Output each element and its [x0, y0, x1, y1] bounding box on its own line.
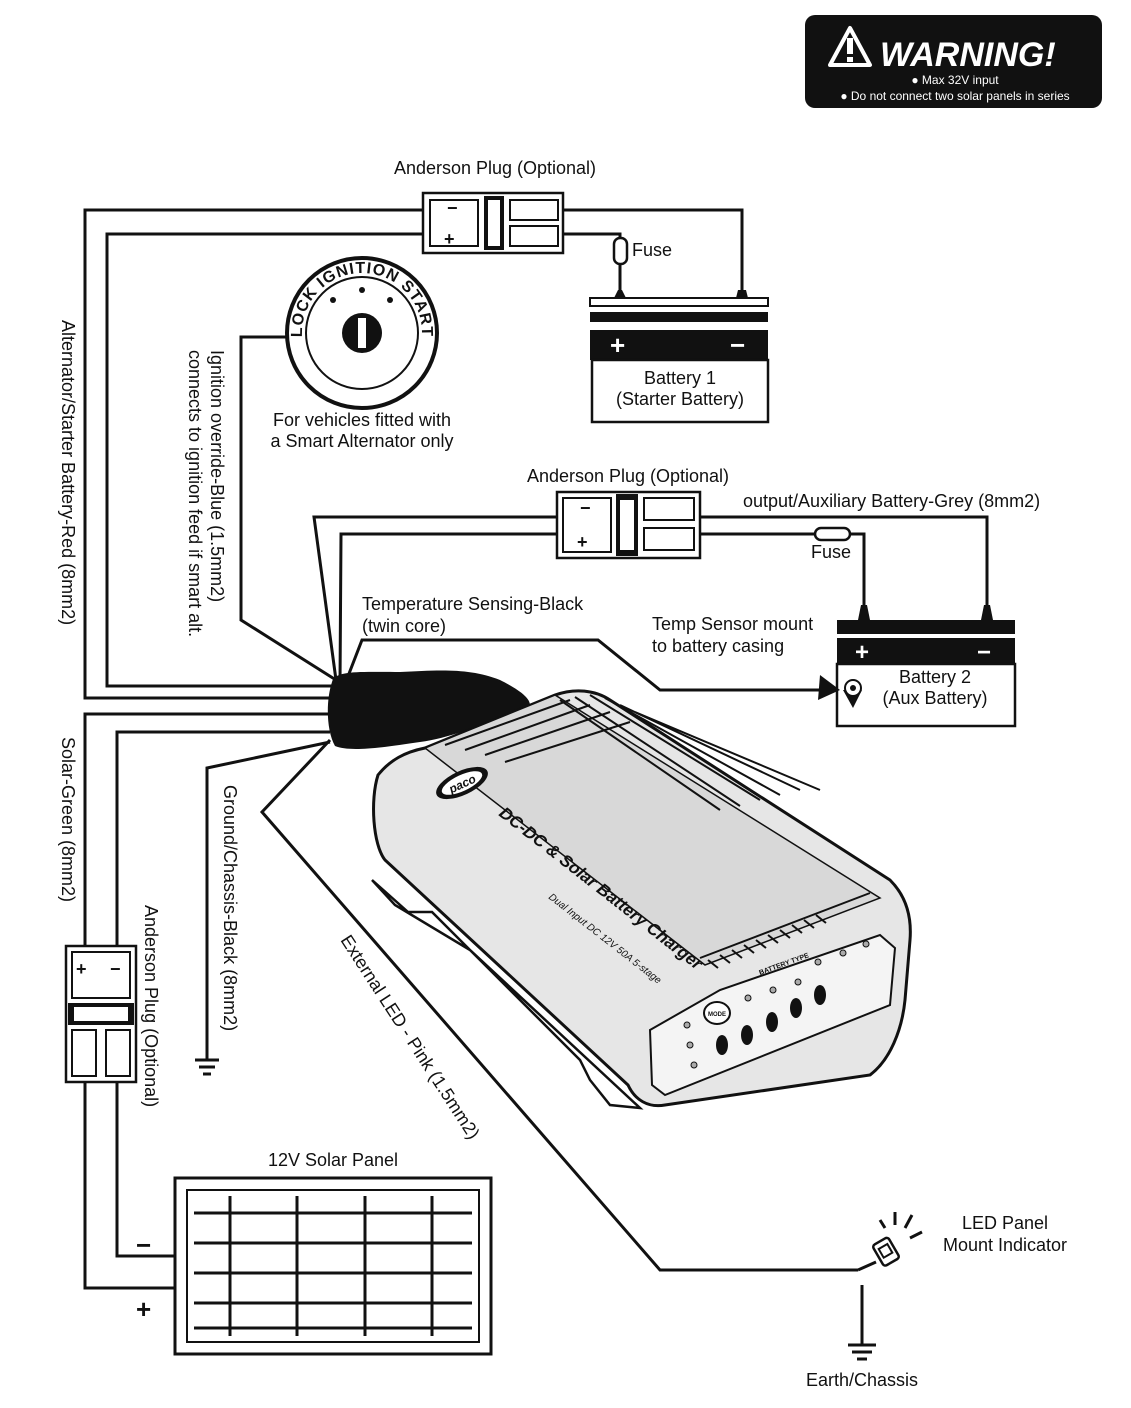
svg-text:−: −	[447, 198, 458, 218]
wire-alternator-outer	[83, 208, 423, 700]
ground-wire-label: Ground/Chassis-Black (8mm2)	[220, 785, 240, 1031]
earth-symbol-icon	[848, 1343, 876, 1361]
ignition-switch: LOCK IGNITION START For vehicles fitted …	[270, 256, 454, 451]
solar-minus-sign: −	[136, 1230, 151, 1260]
warning-triangle-icon	[828, 26, 872, 67]
ignition-note-line-1: For vehicles fitted with	[273, 410, 451, 430]
wire-solar-plus-down	[83, 1082, 175, 1290]
solar-wire-label: Solar-Green (8mm2)	[58, 737, 78, 902]
battery-2-plus: +	[855, 639, 869, 666]
charger-buttons: MODE	[703, 985, 826, 1055]
warning-title: WARNING!	[880, 36, 1056, 74]
warning-line-1: ● Max 32V input	[911, 73, 999, 87]
anderson-plug-left: + −	[64, 944, 138, 1084]
alternator-wire-label: Alternator/Starter Battery-Red (8mm2)	[58, 320, 78, 625]
anderson-plug-top: − + Anderson Plug (Optional)	[394, 158, 596, 255]
wires	[83, 208, 989, 1345]
svg-text:−: −	[110, 959, 121, 979]
wire-b1-positive	[563, 232, 622, 245]
wire-external-led	[259, 738, 858, 1272]
earth-label: Earth/Chassis	[806, 1370, 918, 1390]
wire-solar-plus	[83, 712, 330, 946]
fuse-2: Fuse	[811, 526, 852, 562]
wire-b2-negative	[700, 515, 989, 605]
temp-mount-label-line-2: to battery casing	[652, 636, 784, 656]
ignition-wire-label-line-2: connects to ignition feed if smart alt.	[185, 350, 205, 637]
fuse-1: Fuse	[612, 236, 672, 266]
battery-2-desc: (Aux Battery)	[882, 688, 987, 708]
external-led-wire-label: External LED - Pink (1.5mm2)	[337, 931, 484, 1142]
charger-unit: paco DC-DC & Solar Battery Charger Dual …	[327, 670, 912, 1110]
temp-wire-label-line-2: (twin core)	[362, 616, 446, 636]
wire-ground	[205, 740, 331, 1060]
svg-text:+: +	[577, 532, 588, 552]
vent-slots	[707, 914, 827, 969]
anderson-plug-mid: − + Anderson Plug (Optional)	[527, 466, 729, 560]
temp-sensor-arrow-icon	[818, 675, 840, 700]
output-wire-label: output/Auxiliary Battery-Grey (8mm2)	[743, 491, 1040, 511]
fuse-2-label: Fuse	[811, 542, 851, 562]
svg-text:+: +	[444, 229, 455, 249]
solar-plus-sign: +	[136, 1294, 151, 1324]
anderson-plug-mid-label: Anderson Plug (Optional)	[527, 466, 729, 486]
solar-panel-label: 12V Solar Panel	[268, 1150, 398, 1170]
led-bulb-icon	[872, 1236, 900, 1267]
fuse-1-label: Fuse	[632, 240, 672, 260]
battery-1-minus: −	[730, 330, 745, 360]
temp-wire-label-line-1: Temperature Sensing-Black	[362, 594, 584, 614]
wire-solar-minus	[115, 730, 330, 946]
warning-box: WARNING! ● Max 32V input ● Do not connec…	[805, 15, 1102, 108]
wire-output-inner	[338, 532, 557, 685]
battery-2-name: Battery 2	[899, 667, 971, 687]
mode-button-label: MODE	[708, 1012, 726, 1018]
battery-1-plus: +	[610, 330, 625, 360]
battery-1: + − Battery 1 (Starter Battery)	[589, 290, 770, 424]
ignition-wire-label-line-1: Ignition override-Blue (1.5mm2)	[207, 350, 227, 602]
led-indicator: LED Panel Mount Indicator	[857, 1212, 1067, 1272]
battery-1-name: Battery 1	[644, 368, 716, 388]
svg-text:−: −	[580, 498, 591, 518]
temp-sensor-icon	[843, 679, 862, 708]
battery-2-minus: −	[977, 639, 991, 666]
mode-button	[703, 1001, 731, 1025]
led-rays-icon	[878, 1212, 923, 1240]
warning-line-2: ● Do not connect two solar panels in ser…	[840, 89, 1069, 103]
cable-bundle	[327, 670, 530, 749]
led-panel-label-line-2: Mount Indicator	[943, 1235, 1067, 1255]
temp-mount-label-line-1: Temp Sensor mount	[652, 614, 813, 634]
led-panel-label-line-1: LED Panel	[962, 1213, 1048, 1233]
anderson-plug-left-label: Anderson Plug (Optional)	[141, 905, 161, 1107]
wire-output-outer	[312, 515, 557, 681]
anderson-plug-top-label: Anderson Plug (Optional)	[394, 158, 596, 178]
indicator-leds	[683, 940, 870, 1069]
wire-b2-fuse-out	[850, 532, 866, 605]
battery-1-desc: (Starter Battery)	[616, 389, 744, 409]
wire-solar-minus-down	[115, 1082, 175, 1258]
wire-b1-negative	[563, 208, 744, 298]
solar-panel: 12V Solar Panel − +	[136, 1150, 493, 1356]
svg-text:+: +	[76, 959, 87, 979]
wire-alternator-inner	[105, 232, 423, 688]
battery-2: + − Battery 2 (Aux Battery)	[818, 605, 1017, 728]
ignition-note-line-2: a Smart Alternator only	[270, 431, 453, 451]
wire-temp	[343, 638, 835, 692]
ground-symbol-icon	[195, 1058, 219, 1076]
